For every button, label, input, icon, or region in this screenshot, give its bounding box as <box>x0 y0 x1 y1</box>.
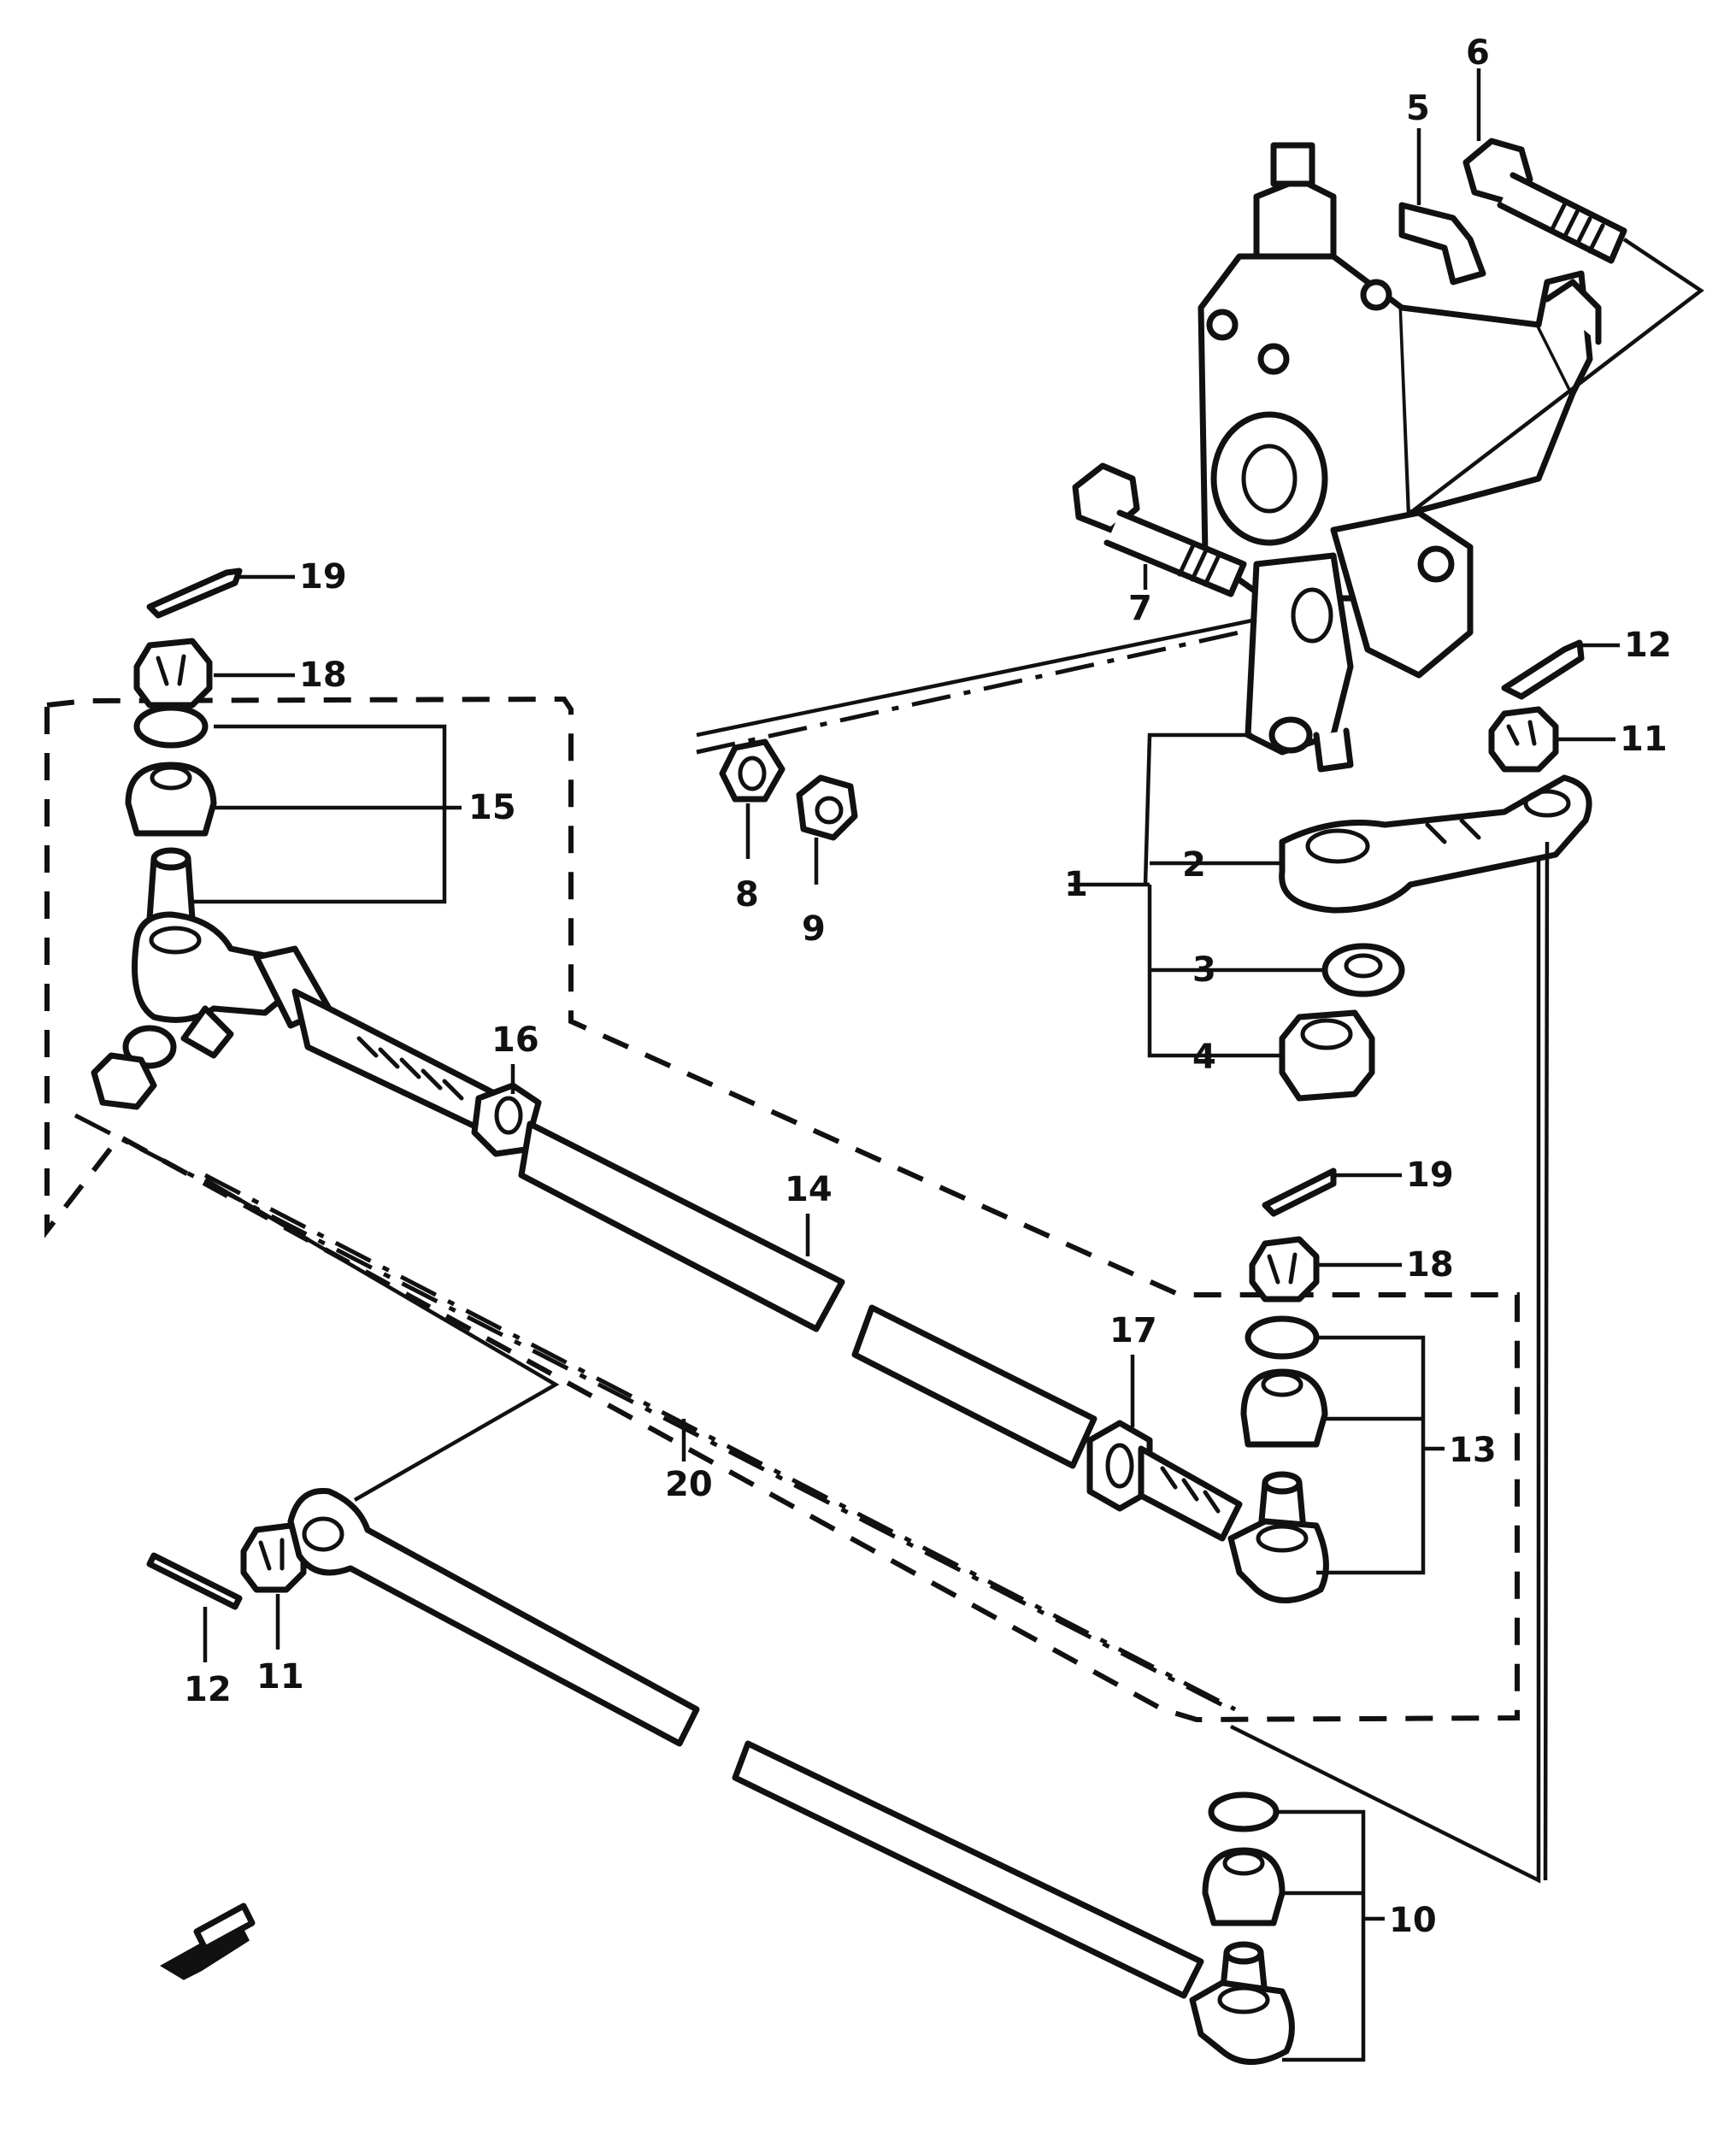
label-14: 14 <box>785 1170 833 1209</box>
tie-rod-end-right <box>1227 1471 1329 1603</box>
seal-ring-13 <box>1245 1315 1320 1360</box>
bolt-7 <box>1072 462 1247 597</box>
label-16: 16 <box>491 1020 539 1060</box>
nut-9 <box>796 774 858 841</box>
label-17: 17 <box>1109 1311 1157 1350</box>
label-18-right: 18 <box>1406 1245 1454 1285</box>
label-12-left: 12 <box>184 1670 232 1709</box>
leader-lines <box>192 68 1704 2062</box>
ball-stud-left <box>146 847 196 922</box>
tie-rod-end-left <box>91 911 294 1110</box>
washer-8 <box>719 738 786 803</box>
adjuster-sleeve-right <box>1138 1445 1243 1542</box>
part-labels: 1 2 3 4 5 6 7 8 9 10 11 11 12 12 13 14 1… <box>184 33 1672 1940</box>
label-19-right: 19 <box>1406 1156 1454 1195</box>
label-11-right: 11 <box>1620 720 1668 759</box>
label-15: 15 <box>468 788 516 827</box>
tie-rod-tube-20-right <box>732 1740 1204 1999</box>
castle-nut-18-right <box>1249 1236 1320 1303</box>
cotter-pin-12-left <box>146 1552 243 1610</box>
pitman-arm-2 <box>1279 774 1592 914</box>
bolt-6 <box>1462 138 1627 264</box>
label-11-left: 11 <box>256 1657 304 1697</box>
pin-5 <box>1398 202 1486 285</box>
tie-rod-eye-left <box>287 1487 700 1747</box>
adjuster-sleeve-left <box>253 945 499 1132</box>
label-4: 4 <box>1192 1038 1216 1077</box>
tie-rod-assembly-boundary <box>44 696 1520 1723</box>
dust-boot-13 <box>1240 1368 1328 1448</box>
seal-ring-10 <box>1208 1791 1280 1832</box>
label-2: 2 <box>1182 845 1206 885</box>
cotter-pin-19-right <box>1262 1167 1337 1217</box>
cotter-pin-12-right <box>1501 639 1585 700</box>
tie-rod-tube-14-left <box>518 1120 845 1332</box>
label-1: 1 <box>1064 865 1088 904</box>
tie-rod-end-10 <box>1189 1941 1295 2065</box>
label-10: 10 <box>1389 1901 1437 1940</box>
castle-nut-18-left <box>133 638 213 709</box>
label-12-right: 12 <box>1624 626 1672 665</box>
dust-boot-10 <box>1202 1847 1286 1926</box>
label-3: 3 <box>1192 950 1216 990</box>
steering-gear-box <box>1198 142 1602 773</box>
label-19-left: 19 <box>299 557 347 597</box>
label-8: 8 <box>735 875 759 915</box>
nut-4 <box>1279 1009 1375 1102</box>
dust-boot-15 <box>125 762 217 837</box>
lock-washer-3 <box>1321 943 1405 997</box>
castle-nut-11-right <box>1488 706 1559 773</box>
cotter-pin-19-left <box>146 568 243 619</box>
tie-rod-tube-14-right <box>851 1304 1098 1469</box>
label-13: 13 <box>1449 1431 1497 1470</box>
front-arrow-icon <box>160 1903 256 1980</box>
label-7: 7 <box>1128 589 1152 628</box>
label-18-left: 18 <box>299 656 347 695</box>
label-9: 9 <box>802 909 826 949</box>
label-20: 20 <box>665 1465 713 1504</box>
label-6: 6 <box>1466 33 1490 73</box>
drag-link-dashdot-leaders <box>74 630 1240 1712</box>
castle-nut-11-left <box>240 1522 307 1593</box>
seal-ring-15 <box>133 704 209 749</box>
label-5: 5 <box>1406 89 1430 128</box>
